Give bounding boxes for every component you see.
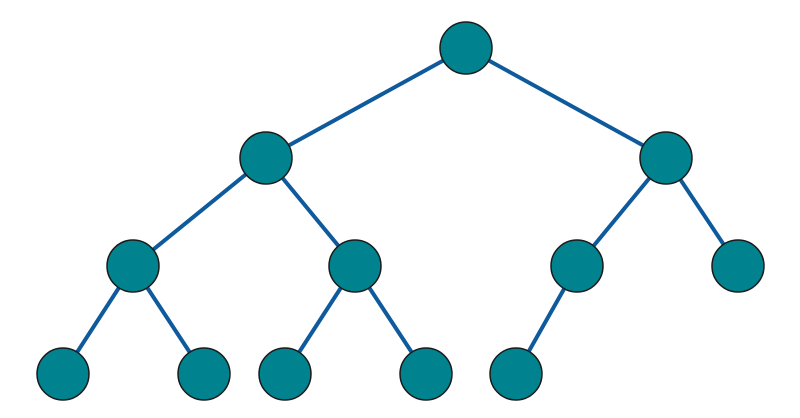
tree-node-root <box>439 21 493 75</box>
tree-node-n2-left-left <box>489 347 543 401</box>
tree-node-n1-left-left <box>36 347 90 401</box>
tree-node-n1-right-right <box>399 347 453 401</box>
tree-node-n2-left <box>550 239 604 293</box>
tree-node-n2 <box>639 131 693 185</box>
edge-n1-to-n1-left <box>131 156 268 268</box>
tree-node-n1-right-left <box>258 347 312 401</box>
tree-node-n2-right <box>711 239 765 293</box>
edge-root-to-n1 <box>264 46 468 160</box>
tree-node-n1-right <box>328 239 382 293</box>
tree-nodes <box>36 21 765 401</box>
tree-edges <box>61 46 740 376</box>
edge-root-to-n2 <box>464 46 668 160</box>
tree-node-n1 <box>239 131 293 185</box>
tree-node-n1-left-right <box>177 347 231 401</box>
tree-node-n1-left <box>106 239 160 293</box>
